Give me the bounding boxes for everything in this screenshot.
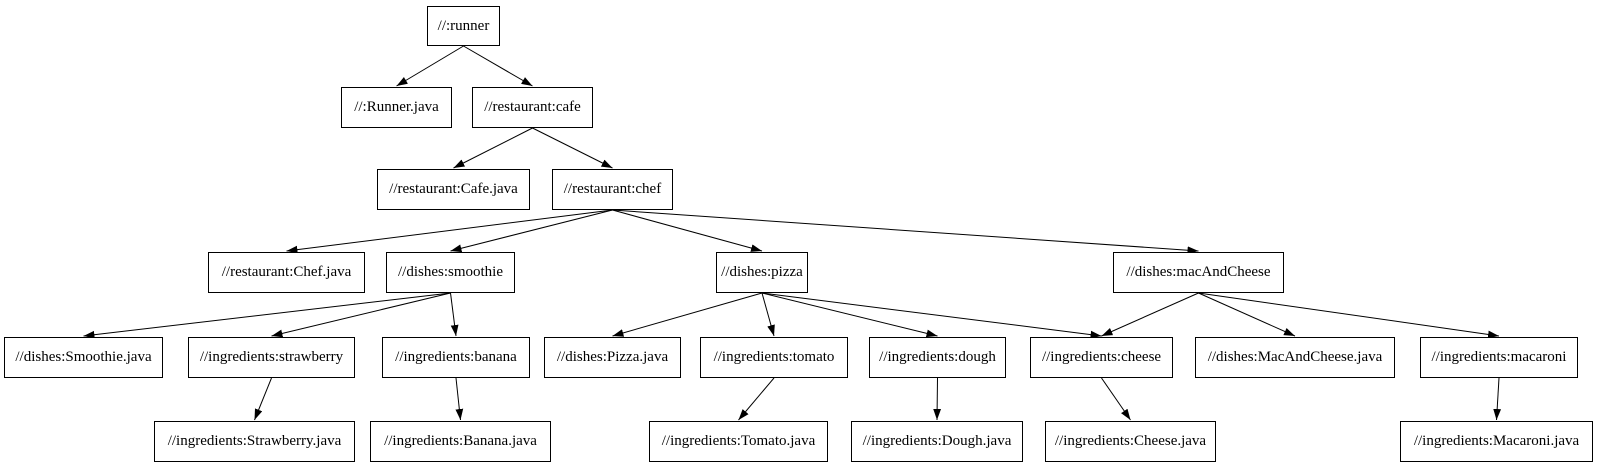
graph-edge-smoothie-to-banana [450, 292, 459, 337]
graph-node-chef: //restaurant:chef [552, 169, 673, 210]
graph-edge-banana-to-bananaJava [455, 377, 464, 421]
graph-edge-macaroni-to-macaroniJava [1493, 377, 1502, 421]
graph-node-tomatoJava: //ingredients:Tomato.java [649, 421, 828, 462]
graph-node-cafeJava: //restaurant:Cafe.java [377, 169, 530, 210]
graph-node-doughJava: //ingredients:Dough.java [851, 421, 1023, 462]
graph-node-runner: //:runner [427, 6, 500, 46]
graph-node-pizza: //dishes:pizza [716, 252, 808, 293]
graph-node-bananaJava: //ingredients:Banana.java [370, 421, 551, 462]
graph-node-macAndCheeseJava: //dishes:MacAndCheese.java [1195, 337, 1395, 378]
graph-node-macaroni: //ingredients:macaroni [1420, 337, 1578, 378]
graph-node-tomato: //ingredients:tomato [700, 337, 848, 378]
graph-edge-cheese-to-cheeseJava [1101, 377, 1131, 421]
graph-edge-macAndCheese-to-macaroni [1198, 292, 1500, 339]
graph-edge-smoothie-to-smoothieJava [83, 292, 451, 339]
graph-edge-pizza-to-tomato [761, 292, 775, 337]
graph-edge-chef-to-pizza [612, 209, 763, 252]
graph-node-macAndCheese: //dishes:macAndCheese [1113, 252, 1284, 293]
graph-edge-macAndCheese-to-macAndCheeseJava [1198, 292, 1296, 337]
graph-edge-smoothie-to-strawberry [271, 292, 451, 338]
graph-edge-pizza-to-cheese [761, 292, 1102, 339]
graph-edge-runner-to-runnerJava [396, 45, 464, 87]
graph-edge-cafe-to-chef [532, 127, 613, 169]
graph-node-strawberryJava: //ingredients:Strawberry.java [154, 421, 355, 462]
graph-node-banana: //ingredients:banana [382, 337, 530, 378]
graph-edge-macAndCheese-to-cheese [1101, 292, 1199, 337]
graph-node-cheeseJava: //ingredients:Cheese.java [1045, 421, 1216, 462]
graph-edge-cafe-to-cafeJava [453, 127, 533, 169]
graph-node-cheese: //ingredients:cheese [1030, 337, 1173, 378]
graph-edge-pizza-to-pizzaJava [612, 292, 763, 337]
graph-node-chefJava: //restaurant:Chef.java [208, 252, 365, 293]
graph-node-pizzaJava: //dishes:Pizza.java [544, 337, 681, 378]
graph-node-macaroniJava: //ingredients:Macaroni.java [1400, 421, 1593, 462]
graph-edge-runner-to-cafe [463, 45, 533, 87]
graph-edge-pizza-to-dough [761, 292, 938, 338]
graph-node-strawberry: //ingredients:strawberry [188, 337, 355, 378]
graph-node-smoothie: //dishes:smoothie [386, 252, 515, 293]
graph-edge-tomato-to-tomatoJava [738, 377, 775, 421]
graph-edge-group [83, 45, 1502, 421]
graph-node-smoothieJava: //dishes:Smoothie.java [4, 337, 163, 378]
graph-node-dough: //ingredients:dough [869, 337, 1006, 378]
graph-edge-chef-to-chefJava [286, 209, 613, 254]
graph-edge-chef-to-macAndCheese [612, 209, 1199, 255]
graph-edge-dough-to-doughJava [933, 377, 942, 421]
graph-node-cafe: //restaurant:cafe [472, 87, 593, 128]
graph-edge-chef-to-smoothie [450, 209, 613, 253]
graph-node-runnerJava: //:Runner.java [341, 87, 452, 128]
graph-edge-strawberry-to-strawberryJava [254, 377, 272, 421]
